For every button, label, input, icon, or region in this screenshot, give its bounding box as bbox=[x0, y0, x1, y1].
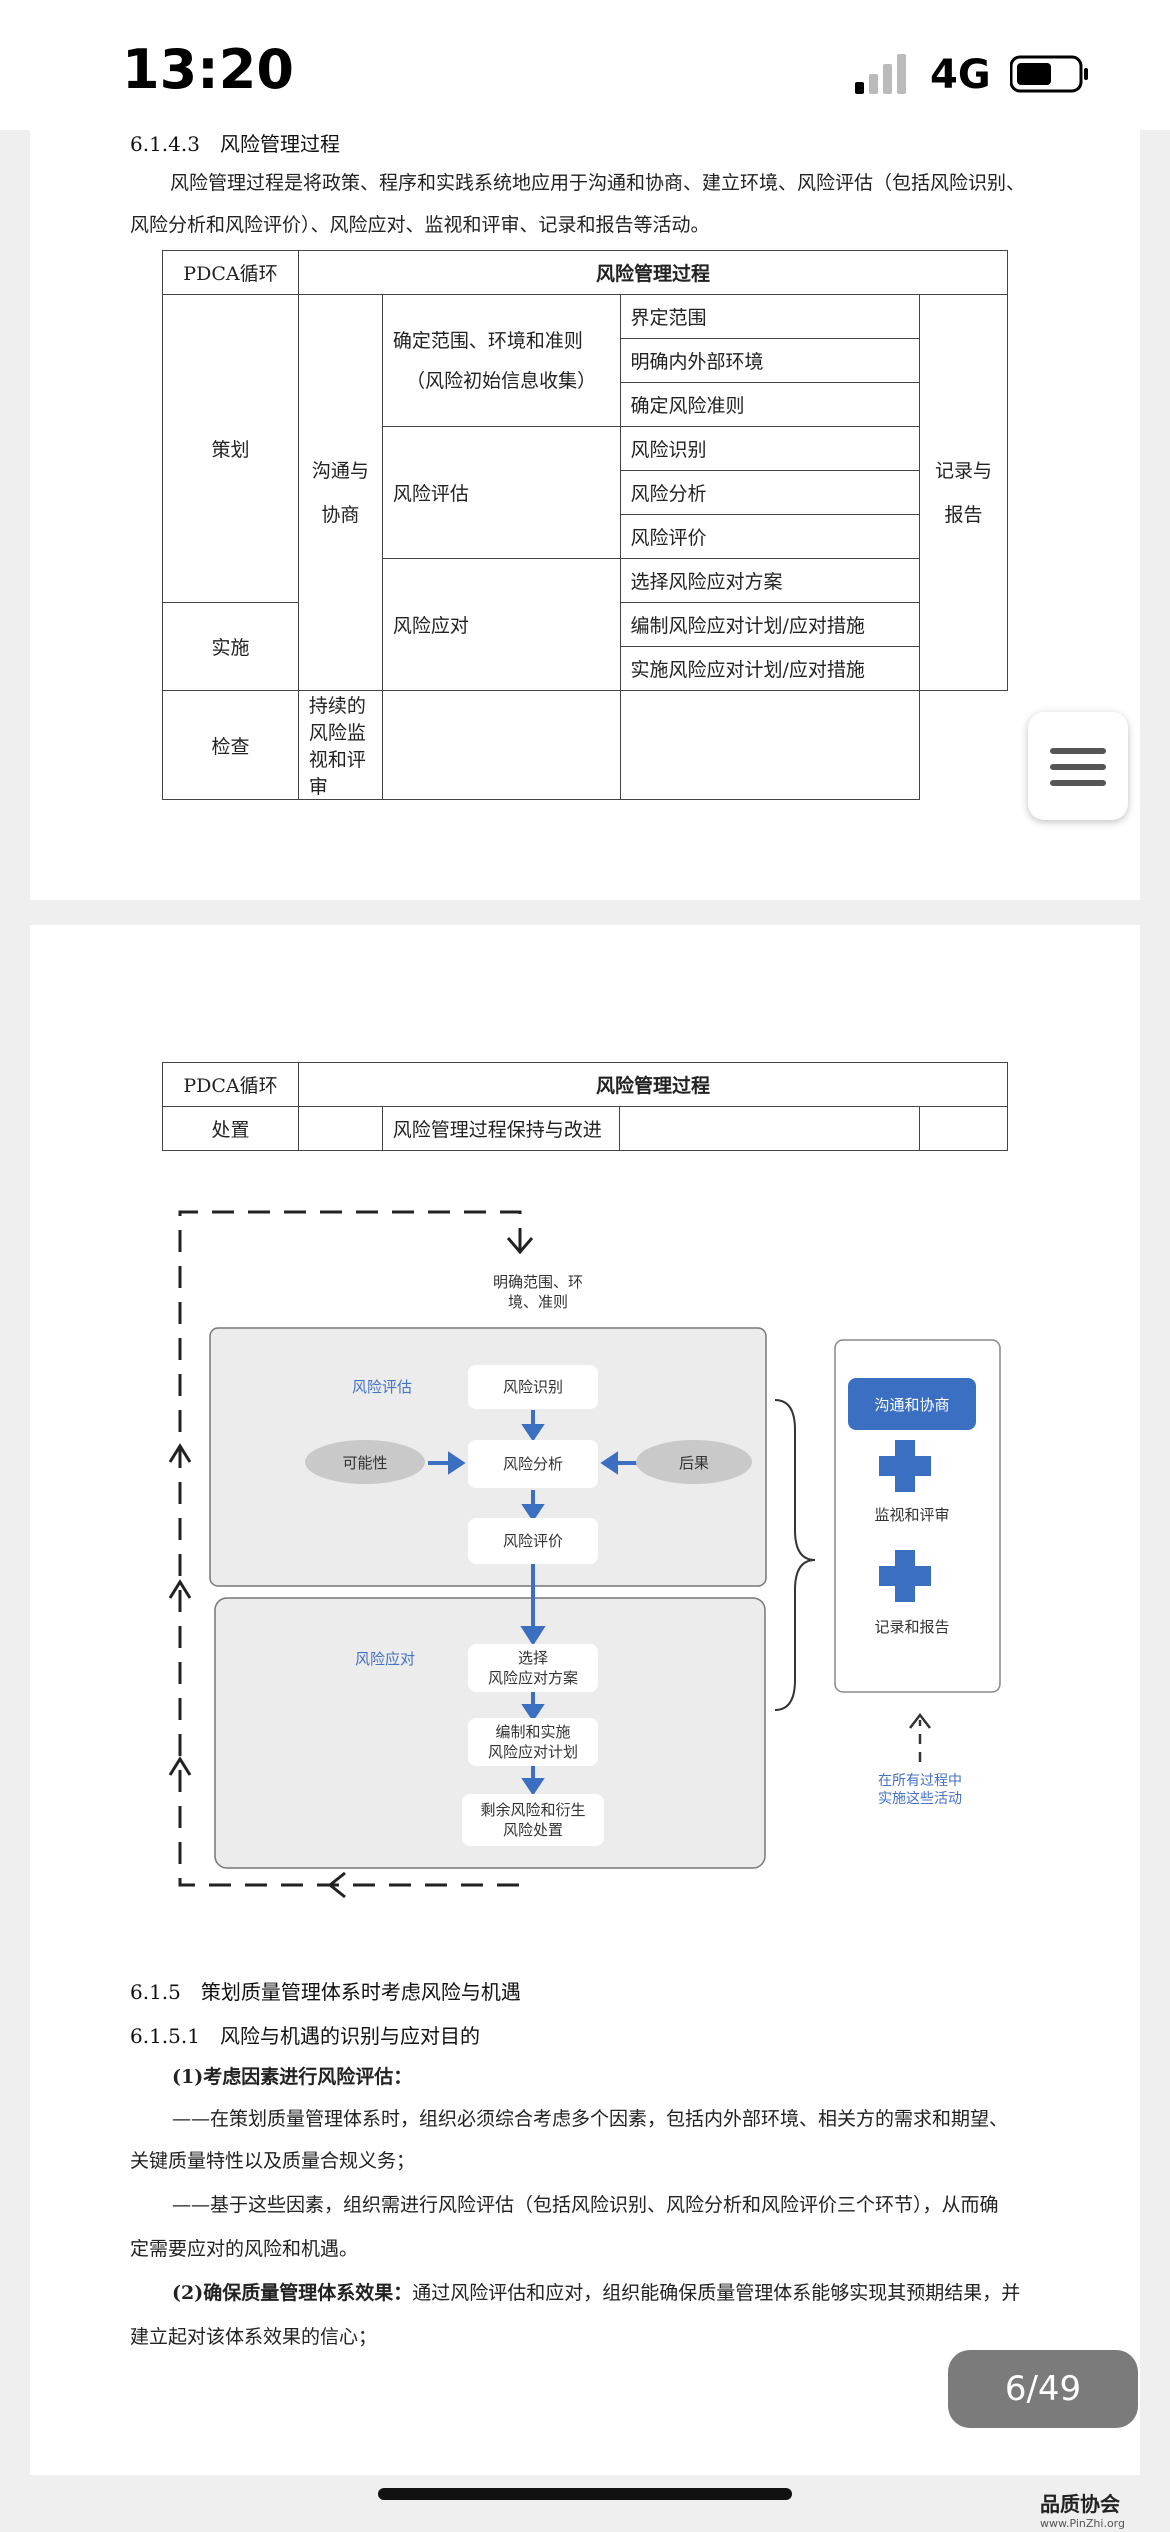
item1-line: 关键质量特性以及质量合规义务； bbox=[130, 2150, 416, 2172]
record-line2: 报告 bbox=[944, 503, 983, 526]
cell-t3: 实施风险应对计划/应对措施 bbox=[619, 646, 921, 691]
cell-monitor: 持续的风险监视和评审 bbox=[297, 690, 383, 800]
cell-s2: 明确内外部环境 bbox=[619, 338, 921, 383]
box-treatment-plan: 编制和实施 风险应对计划 bbox=[468, 1718, 598, 1766]
watermark-logo: 品质协会 www.PinZhi.org bbox=[1040, 2488, 1125, 2530]
box-scope-text: 明确范围、环 境、准则 bbox=[492, 1273, 583, 1311]
cell-do: 实施 bbox=[162, 602, 299, 691]
box-select-treatment: 选择 风险应对方案 bbox=[468, 1644, 598, 1692]
watermark-name: 品质协会 bbox=[1040, 2492, 1120, 2516]
comm-line2: 协商 bbox=[321, 503, 360, 526]
record-line1: 记录与 bbox=[935, 459, 993, 482]
item2-line: (2)确保质量管理体系效果：通过风险评估和应对，组织能确保质量管理体系能够实现其… bbox=[172, 2272, 1020, 2314]
box-residual-risk: 剩余风险和衍生 风险处置 bbox=[462, 1794, 604, 1846]
ellipse-likelihood: 可能性 bbox=[305, 1440, 425, 1484]
page-indicator[interactable]: 6/49 bbox=[948, 2350, 1138, 2428]
item1-line: ——在策划质量管理体系时，组织必须综合考虑多个因素，包括内外部环境、相关方的需求… bbox=[172, 2108, 1009, 2130]
box-record: 记录和报告 bbox=[848, 1604, 976, 1650]
comm-line1: 沟通与 bbox=[311, 459, 369, 482]
box-plan-text: 编制和实施 风险应对计划 bbox=[487, 1723, 578, 1761]
box-select-text: 选择 风险应对方案 bbox=[487, 1649, 578, 1687]
cell-record: 记录与 报告 bbox=[919, 294, 1008, 691]
box-analyze: 风险分析 bbox=[468, 1440, 598, 1488]
cell-a3: 风险评价 bbox=[619, 514, 921, 559]
cell-a1: 风险识别 bbox=[619, 426, 921, 471]
item2-line: 建立起对该体系效果的信心； bbox=[130, 2326, 378, 2348]
cell-act: 处置 bbox=[162, 1106, 299, 1151]
status-bar bbox=[0, 0, 1170, 130]
item2-title: (2)确保质量管理体系效果： bbox=[172, 2282, 413, 2304]
cell-treat: 风险应对 bbox=[381, 558, 621, 691]
paragraph-line: 风险分析和风险评价）、风险应对、监视和评审、记录和报告等活动。 bbox=[130, 214, 710, 236]
home-indicator[interactable] bbox=[378, 2488, 792, 2500]
risk-process-table: PDCA循环 风险管理过程 策划 沟通与 协商 确定范围、环境和准则 （风险初始… bbox=[162, 250, 1009, 800]
section-heading-6-1-5-1: 6.1.5.1 风险与机遇的识别与应对目的 bbox=[130, 2024, 480, 2048]
network-type: 4G bbox=[930, 52, 991, 98]
cell-empty bbox=[297, 1106, 383, 1151]
scope-line2: （风险初始信息收集） bbox=[406, 369, 597, 392]
cell-empty bbox=[619, 1106, 921, 1151]
cell-empty bbox=[381, 690, 621, 800]
cell-s1: 界定范围 bbox=[619, 294, 921, 339]
item1-line: 定需要应对的风险和机遇。 bbox=[130, 2238, 359, 2260]
section-heading-6-1-4-3: 6.1.4.3 风险管理过程 bbox=[130, 132, 340, 156]
label-risk-treatment: 风险应对 bbox=[355, 1650, 416, 1668]
box-identify: 风险识别 bbox=[468, 1365, 598, 1409]
battery-icon bbox=[1010, 55, 1088, 93]
label-risk-assessment: 风险评估 bbox=[352, 1378, 413, 1396]
cell-check: 检查 bbox=[162, 690, 299, 800]
box-residual-text: 剩余风险和衍生 风险处置 bbox=[480, 1801, 586, 1839]
box-communication: 沟通和协商 bbox=[874, 1395, 950, 1414]
menu-button[interactable] bbox=[1028, 712, 1128, 820]
item1-title: (1)考虑因素进行风险评估： bbox=[172, 2066, 413, 2088]
status-time: 13:20 bbox=[122, 38, 294, 101]
box-evaluate: 风险评价 bbox=[468, 1518, 598, 1564]
note-all-processes: 在所有过程中 实施这些活动 bbox=[878, 1773, 962, 1807]
cell-communication: 沟通与 协商 bbox=[297, 294, 383, 691]
signal-icon bbox=[855, 54, 906, 94]
watermark-url: www.PinZhi.org bbox=[1040, 2517, 1125, 2530]
item2-text: 通过风险评估和应对，组织能确保质量管理体系能够实现其预期结果，并 bbox=[412, 2282, 1021, 2304]
paragraph-line: 风险管理过程是将政策、程序和实践系统地应用于沟通和协商、建立环境、风险评估（包括… bbox=[170, 172, 1026, 194]
cell-empty bbox=[619, 690, 921, 800]
box-scope: 明确范围、环 境、准则 bbox=[462, 1262, 614, 1322]
header-risk-process: 风险管理过程 bbox=[297, 250, 1009, 295]
cell-assess: 风险评估 bbox=[381, 426, 621, 559]
cell-improve: 风险管理过程保持与改进 bbox=[381, 1106, 621, 1151]
risk-process-table-cont: PDCA循环 风险管理过程 处置 风险管理过程保持与改进 bbox=[162, 1062, 1009, 1151]
item1-line: ——基于这些因素，组织需进行风险评估（包括风险识别、风险分析和风险评价三个环节）… bbox=[172, 2194, 999, 2216]
hamburger-icon bbox=[1050, 748, 1106, 786]
cell-plan: 策划 bbox=[162, 294, 299, 603]
section-heading-6-1-5: 6.1.5 策划质量管理体系时考虑风险与机遇 bbox=[130, 1980, 521, 2004]
cell-a2: 风险分析 bbox=[619, 470, 921, 515]
cell-scope: 确定范围、环境和准则 （风险初始信息收集） bbox=[381, 294, 621, 427]
ellipse-consequence: 后果 bbox=[636, 1440, 752, 1484]
box-monitor: 监视和评审 bbox=[848, 1492, 976, 1538]
cell-empty bbox=[919, 1106, 1008, 1151]
scope-line1: 确定范围、环境和准则 bbox=[392, 329, 583, 352]
